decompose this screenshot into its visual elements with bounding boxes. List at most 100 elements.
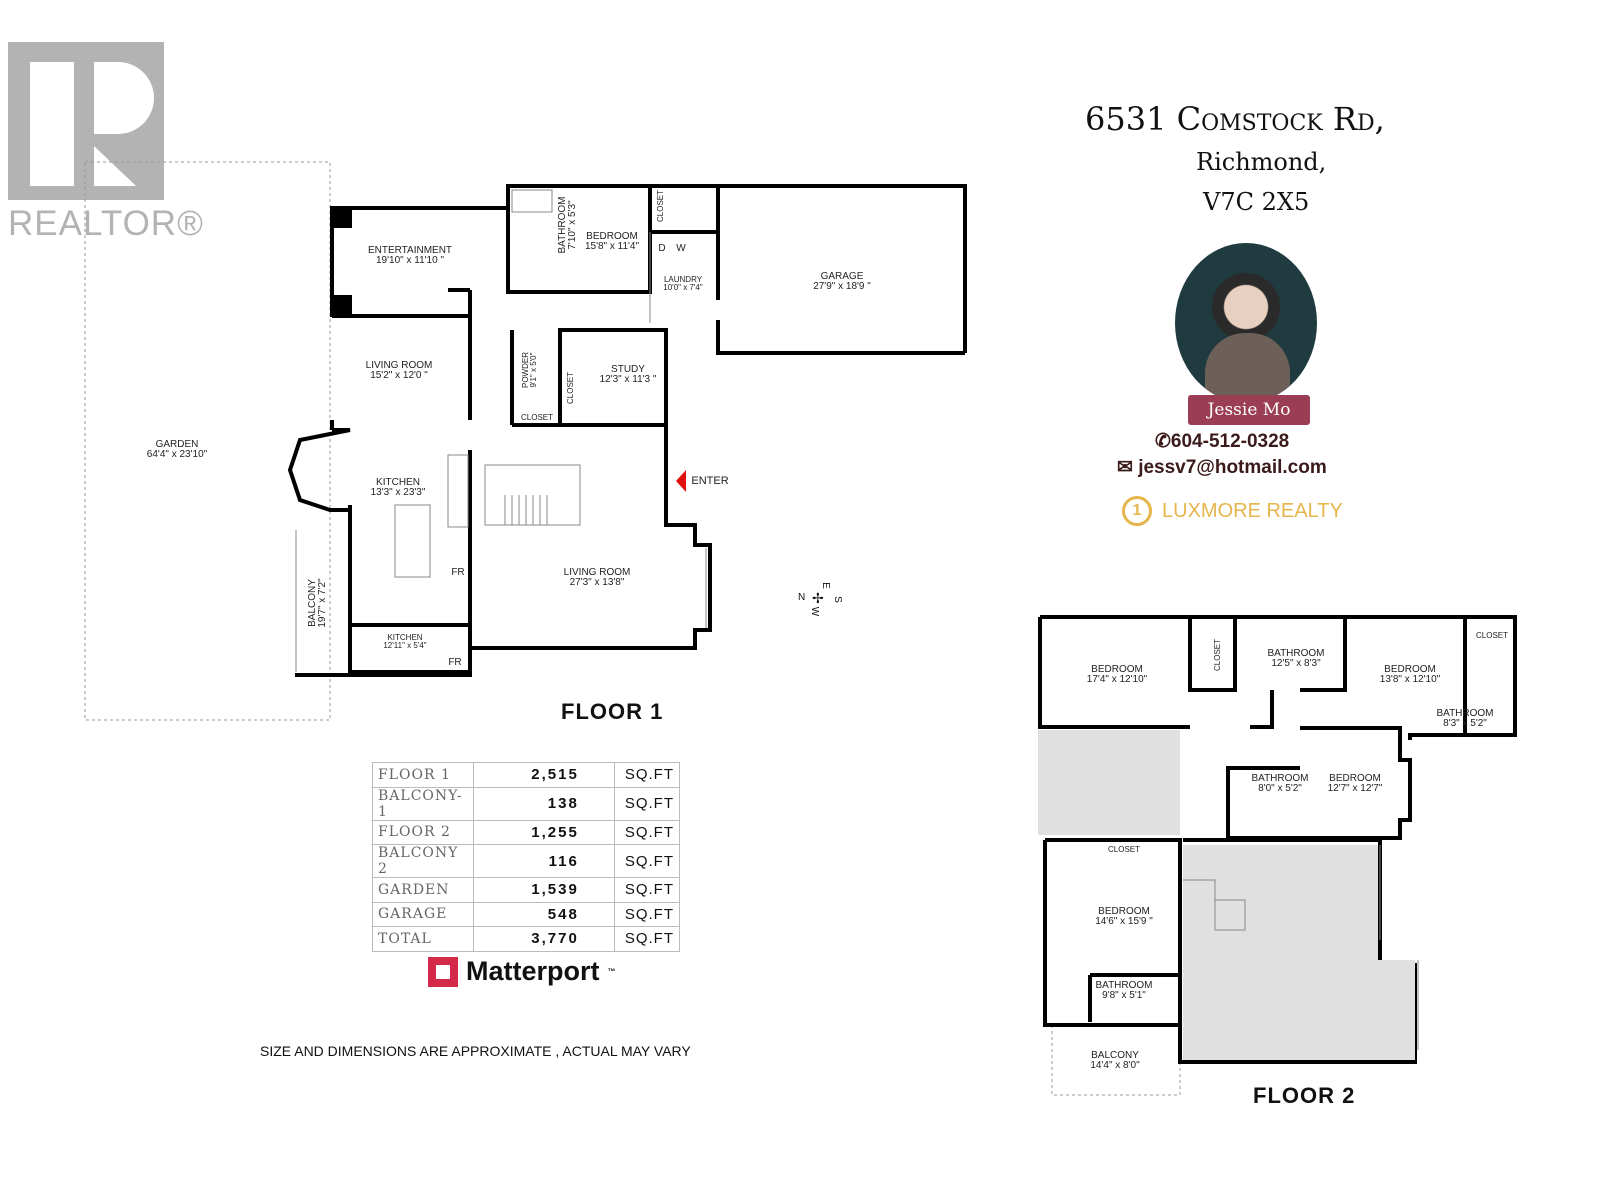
area-unit: SQ.FT [613, 901, 681, 927]
mail-icon: ✉ [1117, 457, 1139, 478]
room-name: LAUNDRY [663, 275, 703, 284]
room-name: CLOSET [656, 189, 665, 223]
room-name: KITCHEN [387, 633, 423, 642]
realtor-wordmark: REALTOR® [8, 204, 204, 243]
compass-icon: N E S W ✢ [798, 582, 843, 617]
phone-text: 604-512-0328 [1170, 431, 1290, 452]
room-name: CLOSET [1213, 638, 1222, 672]
area-value: 138 [473, 786, 615, 821]
room-name: GARDEN [155, 439, 199, 450]
area-label: FLOOR 1 [371, 762, 475, 788]
room-closet: CLOSET [656, 189, 665, 223]
area-unit: SQ.FT [613, 762, 681, 788]
room-dims: 8'3" x 5'2" [1443, 718, 1487, 729]
room-name: LIVING ROOM [365, 360, 433, 371]
room-name: CLOSET [566, 371, 575, 405]
email-text: jessv7@hotmail.com [1138, 457, 1327, 478]
enter-label: ENTER [691, 475, 729, 487]
room-dims: 17'4" x 12'10" [1086, 674, 1148, 685]
area-value: 548 [473, 901, 615, 927]
room-name: BEDROOM [1384, 664, 1436, 675]
room-dims: 15'2" x 12'0 " [370, 370, 428, 381]
room-dims: 9'8" x 5'1" [1102, 990, 1146, 1001]
room-name: BEDROOM [1329, 773, 1381, 784]
realtor-logo-icon [8, 42, 164, 200]
enter-arrow-icon [676, 470, 686, 492]
area-label: BALCONY-1 [371, 786, 475, 821]
area-value: 1,255 [473, 819, 615, 845]
area-value: 116 [473, 844, 615, 878]
matterport-wordmark: Matterport [466, 956, 600, 986]
room-dims: 14'4" x 8'0" [1090, 1060, 1140, 1071]
trademark: ™ [607, 967, 616, 976]
area-label: GARAGE [371, 901, 475, 927]
floor2-title: FLOOR 2 [1253, 1083, 1356, 1108]
floor1-walls [287, 184, 967, 677]
room-dims: 19'7" x 7'2" [317, 578, 328, 628]
compass-e: E [819, 582, 831, 589]
room-dims: 15'8" x 11'4" [584, 241, 640, 252]
compass-w: W [809, 606, 821, 617]
room-dims: 14'6" x 15'9 " [1095, 916, 1153, 927]
room-dims: 27'9" x 18'9 " [813, 281, 871, 292]
area-label: GARDEN [371, 877, 475, 903]
room-name: GARAGE [820, 271, 864, 282]
room-closet: CLOSET [566, 371, 575, 405]
room-dims: 9'1" x 5'0" [529, 352, 538, 388]
area-label: BALCONY 2 [371, 844, 475, 878]
room-name: BATHROOM [1095, 980, 1153, 991]
agent-phone[interactable]: ✆604-512-0328 [1155, 430, 1289, 453]
room-name: CLOSET [520, 413, 554, 422]
fridge-label: FR [448, 657, 462, 668]
room-dims: 12'3" x 11'3 " [599, 374, 657, 385]
room-name: LIVING ROOM [563, 567, 631, 578]
room-name: BEDROOM [1091, 664, 1143, 675]
disclaimer: SIZE AND DIMENSIONS ARE APPROXIMATE , AC… [260, 1043, 691, 1059]
compass-s: S [831, 596, 843, 603]
dryer-label: D [658, 243, 666, 254]
room-dims: 64'4" x 23'10" [146, 449, 208, 460]
room-closet: CLOSET [1108, 846, 1140, 854]
matterport-logo: Matterport ™ [428, 956, 616, 987]
room-name: KITCHEN [376, 477, 420, 488]
room-name: BATHROOM [1436, 708, 1494, 719]
room-closet: CLOSET [521, 414, 553, 422]
area-unit: SQ.FT [613, 926, 681, 952]
room-name: CLOSET [1475, 631, 1509, 640]
room-dims: 19'10" x 11'10 " [375, 255, 445, 266]
area-value: 2,515 [473, 762, 615, 788]
room-closet: CLOSET [1213, 638, 1222, 672]
washer-label: W [676, 243, 686, 254]
compass-n: N [798, 592, 806, 603]
room-name: BATHROOM [1251, 773, 1309, 784]
room-name: BEDROOM [586, 231, 638, 242]
agent-email[interactable]: ✉ jessv7@hotmail.com [1117, 456, 1327, 479]
matterport-icon [428, 956, 458, 987]
room-dims: 10'0" x 7'4" [663, 283, 703, 292]
